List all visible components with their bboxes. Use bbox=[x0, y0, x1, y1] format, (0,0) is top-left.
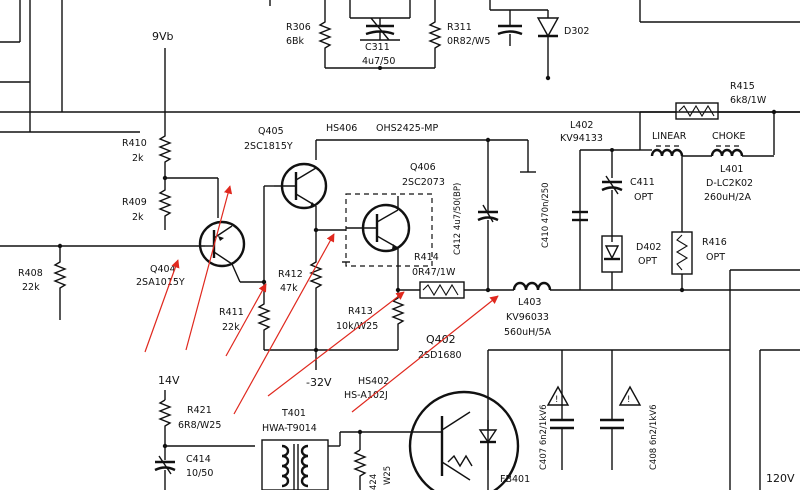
svg-text:!: ! bbox=[555, 395, 558, 405]
r410-name: R410 bbox=[122, 138, 147, 149]
arrow-to-r411-node bbox=[225, 283, 267, 357]
l403-value-2: 560uH/5A bbox=[504, 327, 552, 338]
r306-name: R306 bbox=[286, 22, 311, 33]
l402-name: L402 bbox=[570, 120, 593, 131]
arrow-to-q405-base bbox=[185, 185, 233, 351]
q404-name: Q404 bbox=[150, 264, 176, 275]
r416-value: OPT bbox=[706, 252, 725, 263]
r408-value: 22k bbox=[22, 282, 40, 293]
r413-value: 10k/W25 bbox=[336, 321, 378, 332]
r413-name: R413 bbox=[348, 306, 373, 317]
r412-value: 47k bbox=[280, 283, 298, 294]
right-edge-label: 120V bbox=[766, 472, 795, 485]
hs406: HS406 bbox=[326, 123, 357, 134]
annotation-arrows bbox=[144, 185, 499, 415]
r311-name: R311 bbox=[447, 22, 472, 33]
r414-name: R414 bbox=[414, 252, 439, 263]
c411-name: C411 bbox=[630, 177, 655, 188]
l401-value-1: D-LC2K02 bbox=[706, 178, 753, 189]
c311-value: 4u7/50 bbox=[362, 56, 395, 67]
r311-value: 0R82/W5 bbox=[447, 36, 490, 47]
c412-text: C412 4u7/50(BP) bbox=[453, 183, 463, 255]
r415-value: 6k8/1W bbox=[730, 95, 767, 106]
fb401: FB401 bbox=[500, 474, 530, 485]
q406-name: Q406 bbox=[410, 162, 436, 173]
q402-value: 2SD1680 bbox=[418, 350, 462, 361]
l402-value: KV94133 bbox=[560, 133, 603, 144]
l403-value-1: KV96033 bbox=[506, 312, 549, 323]
r424-partial: 424 bbox=[369, 474, 379, 490]
c408-text: C408 6n2/1kV6 bbox=[649, 405, 659, 470]
q405-value: 2SC1815Y bbox=[244, 141, 293, 152]
r412-name: R412 bbox=[278, 269, 303, 280]
t401-name: T401 bbox=[281, 408, 306, 419]
arrow-to-r413-node bbox=[267, 291, 405, 397]
r410-value: 2k bbox=[132, 153, 144, 164]
r415-name: R415 bbox=[730, 81, 755, 92]
r409-value: 2k bbox=[132, 212, 144, 223]
t401-value: HWA-T9014 bbox=[262, 423, 317, 434]
r411-value: 22k bbox=[222, 322, 240, 333]
r408-name: R408 bbox=[18, 268, 43, 279]
c410-text: C410 470n/250 bbox=[541, 182, 551, 248]
r424-rating-partial: W25 bbox=[383, 466, 393, 485]
r421-value: 6R8/W25 bbox=[178, 420, 221, 431]
q402-name: Q402 bbox=[426, 333, 456, 346]
l401-name: L401 bbox=[720, 164, 743, 175]
ohs-label: OHS2425-MP bbox=[376, 123, 438, 134]
hs402-value: HS-A102J bbox=[344, 390, 388, 401]
r414-value: 0R47/1W bbox=[412, 267, 456, 278]
supply-14v: 14V bbox=[158, 374, 180, 387]
c407-text: C407 6n2/1kV6 bbox=[539, 405, 549, 470]
svg-text:!: ! bbox=[627, 395, 630, 405]
q405-name: Q405 bbox=[258, 126, 284, 137]
neg-32v: -32V bbox=[306, 376, 332, 389]
r306-value: 6Bk bbox=[286, 36, 305, 47]
arrow-to-q406-base bbox=[233, 233, 335, 415]
hs402-name: HS402 bbox=[358, 376, 389, 387]
d402-name: D402 bbox=[636, 242, 661, 253]
mid-section: R411 22k R412 47k -32V R413 10k/W25 R414… bbox=[219, 140, 800, 389]
r421-name: R421 bbox=[187, 405, 212, 416]
r416-name: R416 bbox=[702, 237, 727, 248]
c311-name: C311 bbox=[365, 42, 390, 53]
q405-q406-section: Q405 2SC1815Y HS406 OHS2425-MP Q406 2SC2… bbox=[244, 123, 536, 300]
l403-name: L403 bbox=[518, 297, 541, 308]
right-section: L402 KV94133 C410 470n/250 C411 OPT LINE… bbox=[541, 112, 800, 490]
d302-name: D302 bbox=[564, 26, 589, 37]
d402-value: OPT bbox=[638, 256, 657, 267]
l401-value-2: 260uH/2A bbox=[704, 192, 752, 203]
q404-section: 9Vb R410 2k R409 2k R408 22k Q404 2SA101… bbox=[18, 30, 264, 320]
q404-value: 2SA1015Y bbox=[136, 277, 185, 288]
top-section: R306 6Bk C311 4u7/50 R311 0R82/W5 D302 R… bbox=[269, 0, 800, 155]
r411-name: R411 bbox=[219, 307, 244, 318]
c414-name: C414 bbox=[186, 454, 211, 465]
supply-9vb: 9Vb bbox=[152, 30, 174, 43]
arrow-to-q404 bbox=[144, 259, 180, 353]
choke-label: CHOKE bbox=[712, 131, 746, 142]
linear-label: LINEAR bbox=[652, 131, 687, 142]
c411-value: OPT bbox=[634, 192, 653, 203]
q406-value: 2SC2073 bbox=[402, 177, 445, 188]
c414-value: 10/50 bbox=[186, 468, 213, 479]
r409-name: R409 bbox=[122, 197, 147, 208]
bottom-section: Q402 2SD1680 HS402 HS-A102J FB401 ! ! C4… bbox=[154, 333, 730, 490]
arrow-to-l403-node bbox=[351, 295, 499, 413]
